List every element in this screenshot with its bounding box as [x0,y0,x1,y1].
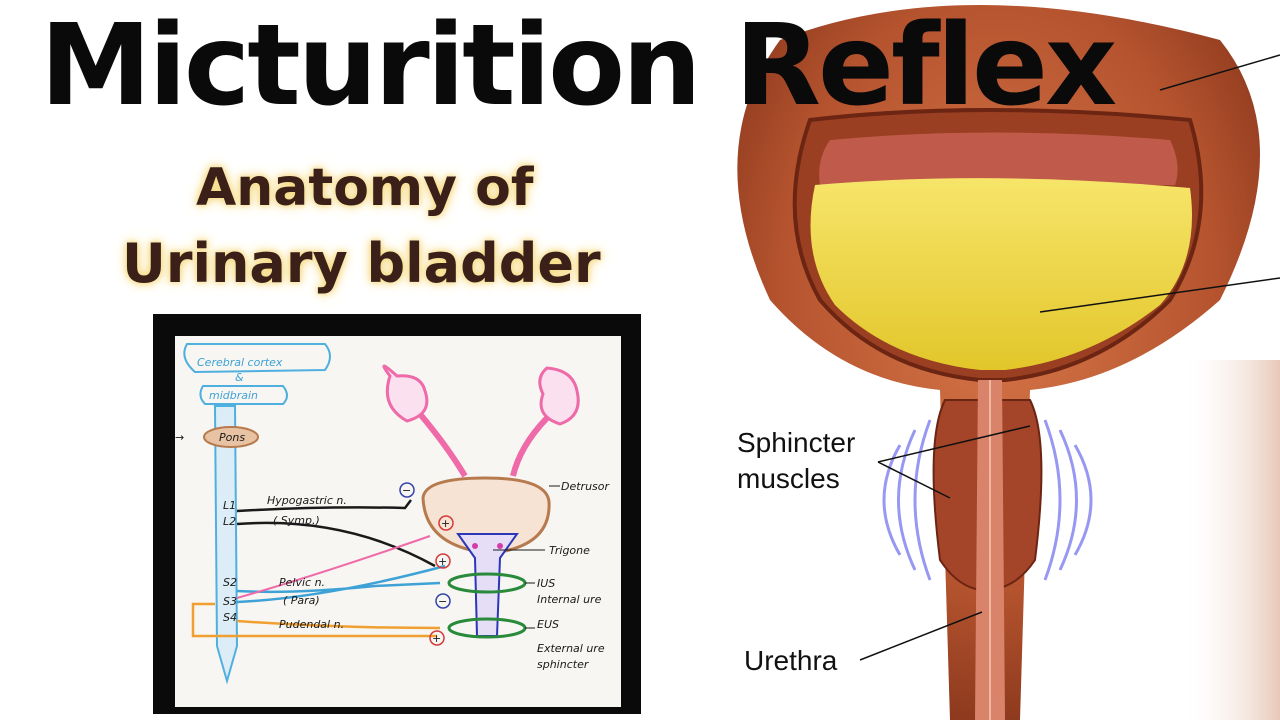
para-label: ( Para) [283,594,320,607]
sketch-panel: Cerebral cortex & midbrain Pons → L1 L2 … [175,336,621,707]
pudendal-nerve [191,602,441,638]
subtitle-line-1: Anatomy of [196,158,534,218]
subtitle-line-2: Urinary bladder [122,232,601,295]
l2-label: L2 [223,515,236,528]
detrusor-label: Detrusor [561,480,611,493]
bladder-illustration: Sphincter muscles Urethra [737,5,1280,720]
svg-text:→: → [175,431,184,444]
plus-marker-2: + [438,555,447,568]
sphincter-label-line-1: Sphincter [737,427,855,458]
urethra-label: Urethra [744,645,838,676]
s4-label: S4 [223,611,237,624]
sketch-bladder-wall [421,476,551,553]
internal-label: Internal ure [537,593,602,606]
external-label: External ure [537,642,605,655]
minus-marker-1: − [402,484,411,497]
pelvic-nerve [236,564,446,604]
cerebral-cortex-label: Cerebral cortex [197,356,283,369]
main-title: Micturition Reflex [40,1,1117,131]
sphincter-label-line-2: muscles [737,463,840,494]
ius-label: IUS [537,577,555,590]
cerebral-cortex-outline [183,343,331,374]
right-kidney [538,366,580,426]
s3-label: S3 [223,595,237,608]
minus-marker-2: − [438,595,447,608]
pons-label: Pons [219,431,245,444]
l1-label: L1 [223,499,236,512]
spinal-cord [213,405,239,685]
trigone-label: Trigone [549,544,590,557]
hypogastric-label: Hypogastric n. [267,494,347,507]
midbrain-outline [199,385,288,405]
bladder-lumen-empty [819,132,1178,185]
pudendal-label: Pudendal n. [279,618,344,631]
plus-marker-1: + [441,517,450,530]
urine [810,178,1192,370]
hypogastric-nerve [236,499,436,568]
sphincter-waves [882,419,1093,581]
pelvic-label: Pelvic n. [279,576,325,589]
left-kidney [382,364,429,423]
right-ureter [510,415,550,477]
pelvic-nerve-pink [236,535,431,599]
pons [203,426,259,448]
nerve-pathway-sketch: Cerebral cortex & midbrain Pons → L1 L2 … [175,343,611,685]
skin-shadow [1180,360,1280,720]
plus-marker-3: + [432,632,441,645]
left-ureter [417,412,468,478]
midbrain-label: midbrain [209,389,258,402]
symp-label: ( Symp.) [273,514,320,527]
sphincter-label: sphincter [537,658,590,671]
s2-label: S2 [223,576,237,589]
eus-label: EUS [537,618,559,631]
ampersand-label: & [235,371,244,384]
